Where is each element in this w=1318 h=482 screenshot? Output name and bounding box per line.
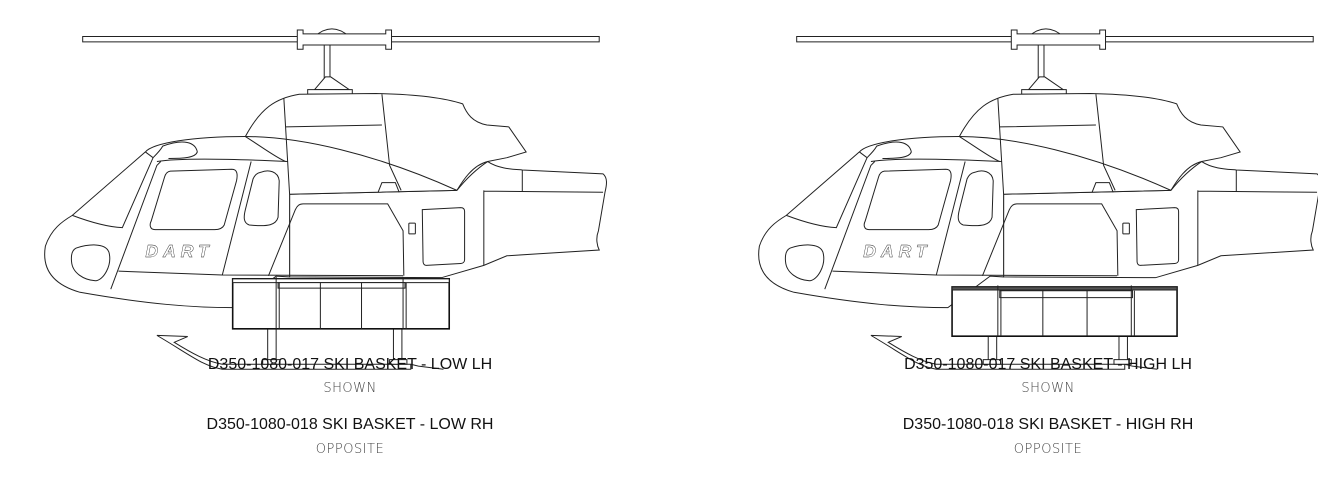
part-number-lh: D350-1080-017 SKI BASKET - HIGH LH bbox=[904, 356, 1192, 373]
note-opposite: OPPOSITE bbox=[315, 442, 385, 457]
note-shown: SHOWN bbox=[323, 381, 377, 396]
part-number-lh: D350-1080-017 SKI BASKET - LOW LH bbox=[207, 356, 493, 373]
note-opposite: OPPOSITE bbox=[1013, 442, 1083, 457]
ski-basket-high bbox=[952, 285, 1177, 336]
note-shown: SHOWN bbox=[1021, 381, 1075, 396]
ski-basket-low bbox=[233, 277, 450, 329]
part-number-rh: D350-1080-018 SKI BASKET - LOW RH bbox=[206, 416, 494, 433]
caption-high: D350-1080-017 SKI BASKET - HIGH LH SHOWN… bbox=[798, 355, 1298, 459]
landing-gear-legs bbox=[983, 335, 1131, 365]
caption-low: D350-1080-017 SKI BASKET - LOW LH SHOWN … bbox=[100, 355, 600, 459]
part-number-rh: D350-1080-018 SKI BASKET - HIGH RH bbox=[902, 416, 1194, 433]
helicopter-low-basket: DART bbox=[44, 28, 607, 370]
helicopter-high-basket: DART bbox=[758, 28, 1318, 370]
